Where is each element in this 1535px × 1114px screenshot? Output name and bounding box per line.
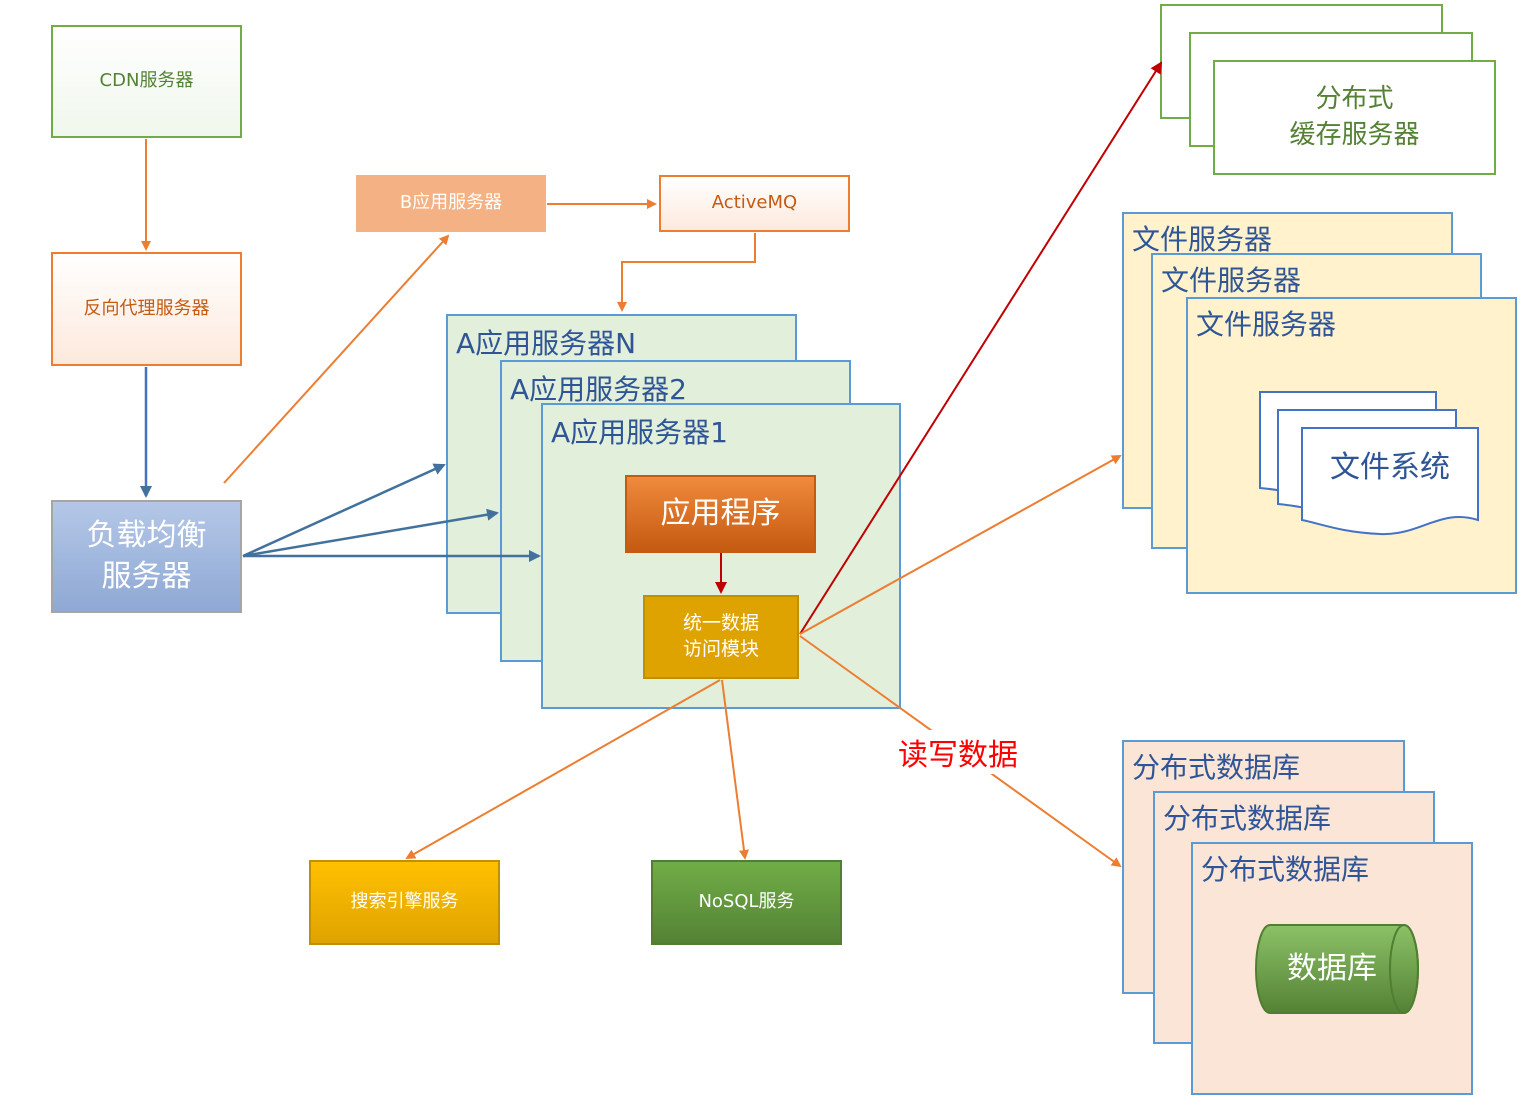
edge-lb-app2: [242, 508, 499, 558]
load-balancer-label-line2: 服务器: [101, 558, 192, 594]
edge-dal-cache: [799, 61, 1163, 635]
reverse-proxy-label: 反向代理服务器: [83, 297, 210, 319]
file-server-title-back: 文件服务器: [1132, 223, 1273, 256]
edge-dal-search: [405, 679, 721, 859]
edge-lb-bapp: [223, 234, 450, 484]
reverse-proxy-node: 反向代理服务器: [51, 252, 242, 366]
activemq-node: ActiveMQ: [659, 175, 850, 232]
app-server-n-title: A应用服务器N: [456, 327, 637, 360]
file-server-title-middle: 文件服务器: [1161, 264, 1302, 297]
search-service-node: 搜索引擎服务: [309, 860, 500, 945]
read-write-edge-label: 读写数据: [894, 730, 1022, 774]
file-system-icon: [1259, 391, 1479, 536]
database-cylinder-icon: [1255, 924, 1419, 1014]
search-service-label: 搜索引擎服务: [350, 891, 459, 913]
database-label: 数据库: [1287, 950, 1377, 986]
cdn-server-node: CDN服务器: [51, 25, 242, 138]
load-balancer-node: 负载均衡 服务器: [51, 500, 242, 613]
cdn-server-label: CDN服务器: [99, 70, 194, 92]
app-server-1-title: A应用服务器1: [551, 416, 728, 449]
cache-label-line1: 分布式: [1315, 84, 1394, 115]
nosql-service-node: NoSQL服务: [651, 860, 842, 945]
edge-mq-appn: [617, 233, 756, 312]
distributed-db-title-front: 分布式数据库: [1201, 853, 1370, 886]
app-server-2-title: A应用服务器2: [510, 373, 687, 406]
data-access-label-line2: 访问模块: [682, 638, 759, 660]
application-label: 应用程序: [660, 495, 781, 531]
b-app-server-label: B应用服务器: [399, 192, 503, 214]
file-system-label: 文件系统: [1330, 449, 1450, 485]
edge-dal-nosql: [721, 679, 749, 860]
activemq-label: ActiveMQ: [711, 192, 798, 214]
nosql-service-label: NoSQL服务: [698, 891, 795, 913]
cache-server-panel-front: 分布式 缓存服务器: [1213, 60, 1496, 175]
load-balancer-label-line1: 负载均衡: [86, 518, 207, 553]
edge-lb-appn: [242, 463, 446, 558]
distributed-db-title-middle: 分布式数据库: [1163, 802, 1332, 835]
file-server-title-front: 文件服务器: [1196, 308, 1337, 341]
distributed-db-title-back: 分布式数据库: [1132, 751, 1301, 784]
application-node: 应用程序: [625, 475, 816, 553]
data-access-module-node: 统一数据 访问模块: [643, 595, 799, 679]
edge-dal-file: [799, 455, 1122, 635]
data-access-label-line1: 统一数据: [682, 612, 759, 635]
cache-label-line2: 缓存服务器: [1289, 119, 1420, 150]
b-app-server-node: B应用服务器: [356, 175, 546, 232]
